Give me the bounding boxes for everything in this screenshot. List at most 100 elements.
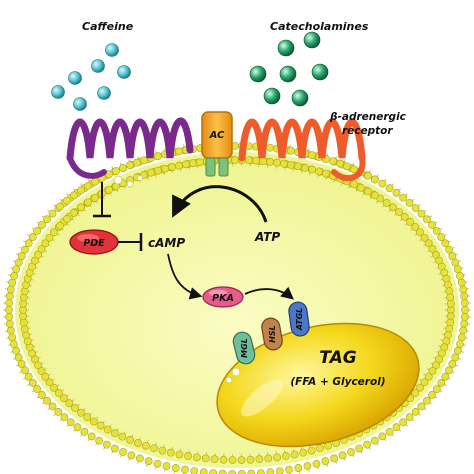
lipid-head	[5, 319, 14, 328]
lipid-head	[153, 459, 162, 468]
lipid-head	[417, 402, 426, 411]
lipid-head	[136, 454, 144, 463]
lipid-head	[459, 326, 468, 335]
lipid-head	[118, 432, 127, 441]
lipid-head	[182, 160, 190, 169]
lipid-head	[33, 385, 42, 393]
lipid-head	[175, 450, 184, 459]
lipid-head	[312, 459, 321, 468]
lipid-head	[110, 429, 119, 438]
lipid-head	[460, 299, 469, 308]
lipid-head	[77, 186, 85, 195]
lipid-head	[378, 432, 387, 441]
lipid-head	[162, 462, 171, 470]
lipid-head	[357, 183, 365, 192]
lipid-head	[24, 372, 33, 381]
lipid-head	[37, 367, 46, 375]
lipid-head	[456, 340, 464, 348]
lipid-head	[456, 272, 464, 280]
lipid-head	[420, 233, 429, 242]
caffeine-label: Caffeine	[82, 20, 134, 33]
caffeine-molecule	[73, 97, 87, 111]
lipid-head	[395, 208, 403, 216]
lipid-head	[451, 353, 460, 362]
lipid-head	[275, 467, 284, 474]
lipid-head	[17, 252, 26, 260]
lipid-droplet: TAG (FFA + Glycerol)	[216, 322, 420, 448]
lipid-head	[441, 372, 450, 381]
caffeine-receptor	[66, 117, 194, 188]
lipid-head	[392, 423, 401, 432]
lipid-head	[406, 217, 415, 226]
lipid-head	[65, 399, 74, 408]
lipid-head	[273, 158, 281, 167]
lipid-head	[45, 233, 54, 242]
lipid-head	[280, 159, 288, 168]
lipid-head	[294, 464, 303, 472]
lipid-head	[299, 448, 308, 457]
lipid-head	[437, 233, 446, 241]
lipid-head	[103, 425, 112, 434]
lipid-head	[127, 451, 136, 460]
lipid-head	[428, 245, 437, 253]
camp-label: cAMP	[148, 236, 185, 250]
lipid-head	[41, 239, 50, 248]
lipid-head	[10, 272, 18, 280]
lipid-head	[370, 436, 379, 445]
lipid-head	[181, 465, 189, 474]
lipid-head	[77, 203, 85, 212]
lipid-head	[126, 436, 134, 444]
lipid-head	[91, 193, 99, 202]
lipid-head	[218, 469, 227, 474]
lipid-head	[147, 168, 155, 177]
lipid-head	[24, 239, 33, 248]
lipid-head	[84, 181, 92, 190]
lipid-head	[219, 455, 228, 464]
caffeine-molecule	[51, 85, 65, 99]
lipid-head	[38, 391, 46, 399]
lipid-head	[28, 379, 37, 387]
lipid-head	[228, 456, 237, 464]
lipid-head	[126, 161, 134, 170]
caffeine-inhibition-arrow	[93, 182, 111, 218]
lipid-head	[285, 465, 293, 474]
lipid-head	[364, 187, 372, 196]
lipid-head	[294, 162, 302, 171]
lipid-head	[301, 163, 309, 172]
lipid-head	[416, 228, 424, 237]
lipid-head	[193, 453, 201, 462]
lipid-head	[237, 456, 246, 464]
tag-detail-label: (FFA + Glycerol)	[290, 376, 385, 388]
lipid-head	[385, 427, 394, 436]
lipid-head	[411, 407, 420, 416]
lipid-head	[266, 468, 275, 474]
lipid-head	[21, 366, 29, 375]
lipid-head	[371, 175, 379, 184]
lipid-head	[441, 239, 450, 248]
lipid-head	[392, 188, 401, 197]
lipid-head	[48, 209, 57, 218]
lipid-head	[231, 156, 239, 164]
lipid-head	[330, 454, 338, 463]
lipid-head	[460, 292, 469, 301]
lipid-head	[461, 306, 469, 314]
lipid-head	[133, 158, 141, 167]
lipid-head	[364, 171, 372, 180]
lipid-head	[87, 432, 96, 441]
lipid-head	[43, 396, 51, 405]
lipid-head	[246, 455, 255, 464]
lipid-head	[322, 169, 330, 178]
lipid-head	[445, 366, 453, 375]
lipid-head	[316, 444, 324, 453]
lipid-head	[196, 158, 204, 167]
catecholamine-molecule	[311, 63, 329, 81]
pka-enzyme: PKA	[202, 286, 244, 308]
lipid-head	[41, 372, 50, 381]
lipid-head	[420, 378, 429, 387]
lipid-head	[112, 167, 120, 175]
lipid-head	[350, 180, 358, 189]
lipid-head	[266, 143, 274, 152]
lipid-head	[228, 470, 237, 474]
lipid-head	[95, 436, 104, 445]
lipid-head	[66, 418, 75, 427]
